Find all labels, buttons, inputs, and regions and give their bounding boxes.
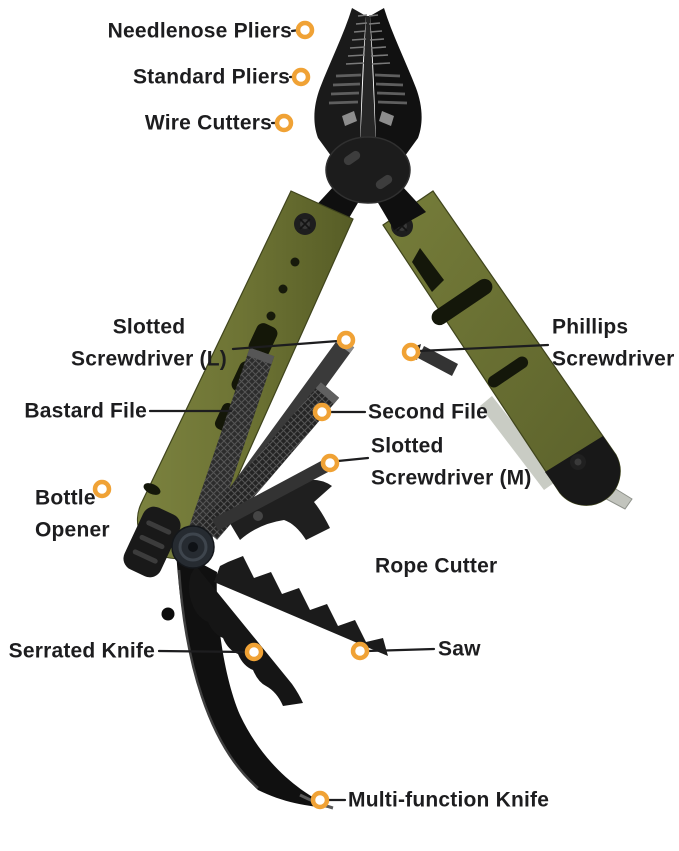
marker-needlenose-pliers <box>295 20 315 40</box>
right-handle-end-cap <box>545 436 621 506</box>
label-standard-pliers: Standard Pliers <box>132 65 290 89</box>
label-second-file: Second File <box>368 400 489 424</box>
saw-blade <box>214 556 388 656</box>
marker-slotted-screwdriver-m <box>320 453 340 473</box>
marker-standard-pliers <box>291 67 311 87</box>
callout-line-serrated-knife <box>157 649 248 654</box>
callout-lines <box>148 28 550 802</box>
standard-plier-teeth <box>328 73 408 105</box>
bottle-opener-notch <box>143 483 161 495</box>
second-file-tool <box>198 382 340 540</box>
handle-slot <box>431 278 493 326</box>
callout-line-phillips-screwdriver <box>417 343 550 353</box>
wire-cutter-notch <box>342 111 357 126</box>
pivot-slot <box>375 174 393 190</box>
marker-wire-cutters <box>274 113 294 133</box>
label-needlenose-pliers: Needlenose Pliers <box>107 19 292 43</box>
marker-saw <box>350 641 370 661</box>
handle-slot <box>487 356 529 388</box>
pivot-plate <box>325 136 411 204</box>
handle-cutout <box>248 323 278 357</box>
label-serrated-knife: Serrated Knife <box>8 639 155 663</box>
needlenose-serrations <box>345 14 391 65</box>
handle-holes <box>266 257 300 321</box>
handle-cutout <box>412 248 444 292</box>
rope-cutter-hook <box>228 479 332 540</box>
label-slotted-screwdriver-m: Slotted Screwdriver (M) <box>371 434 532 490</box>
grip-plate <box>123 506 181 578</box>
left-handle-screw <box>294 213 316 235</box>
pivot-slot <box>343 150 361 166</box>
label-wire-cutters: Wire Cutters <box>144 111 272 135</box>
marker-slotted-screwdriver-l <box>336 330 356 350</box>
callout-markers <box>92 20 421 810</box>
bastard-file-tool <box>187 347 275 540</box>
wire-cutter-notch <box>379 111 394 126</box>
label-rope-cutter: Rope Cutter <box>375 554 498 578</box>
marker-phillips-screwdriver <box>401 342 421 362</box>
label-multi-function-knife: Multi-function Knife <box>348 788 550 812</box>
pliers-head <box>310 8 426 230</box>
steel-liner <box>480 396 558 490</box>
marker-bottle-opener <box>92 479 112 499</box>
callout-line-slotted-screwdriver-l <box>231 339 340 351</box>
main-pivot-screw <box>171 525 215 569</box>
fold-out-tools <box>187 336 355 540</box>
label-bastard-file: Bastard File <box>24 399 147 423</box>
serrated-blade <box>188 566 303 706</box>
blade-pivot-screw <box>161 607 175 621</box>
label-slotted-screwdriver-l: Slotted Screwdriver (L) <box>71 315 227 371</box>
label-phillips-screwdriver: Phillips Screwdriver <box>552 315 675 371</box>
jaw-seam <box>360 16 376 149</box>
callout-line-saw <box>366 647 436 653</box>
marker-serrated-knife <box>244 642 264 662</box>
marker-multi-function-knife <box>310 790 330 810</box>
label-saw: Saw <box>438 637 481 661</box>
label-bottle-opener: Bottle Opener <box>35 486 110 542</box>
marker-second-file <box>312 402 332 422</box>
callout-line-slotted-screwdriver-m <box>336 456 370 463</box>
